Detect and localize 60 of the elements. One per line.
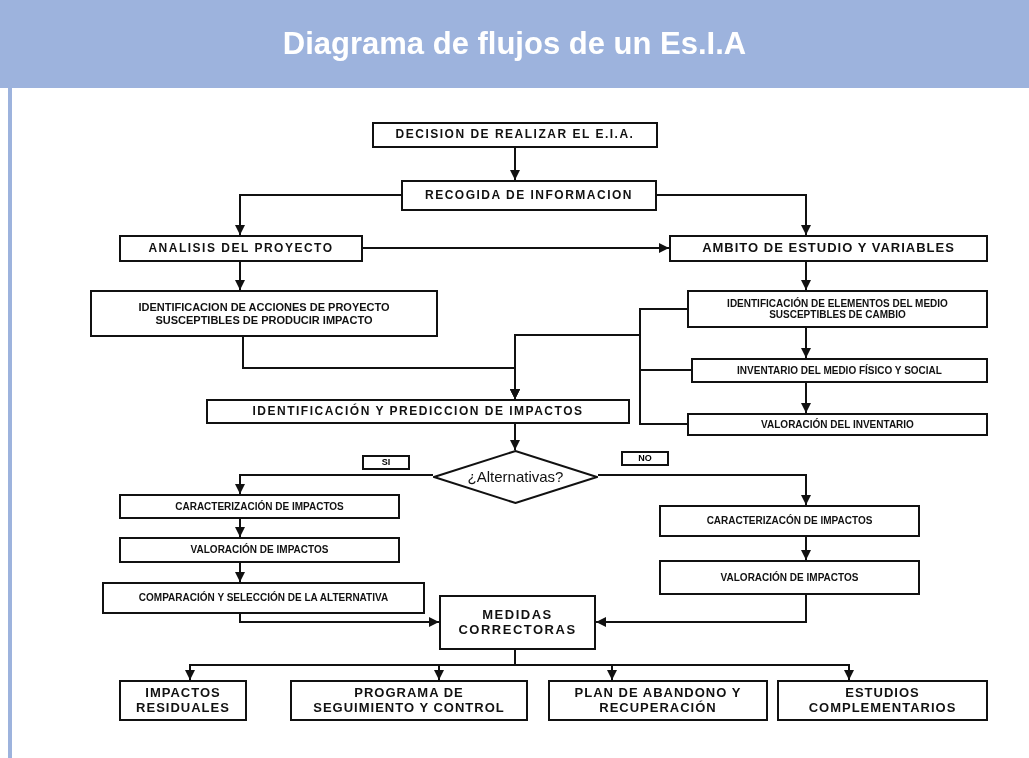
process-box: [206, 399, 630, 424]
box-text: COMPARACIÓN Y SELECCIÓN DE LA ALTERNATIVA: [138, 592, 389, 604]
arrow: [510, 334, 688, 425]
box-text: IMPACTOS RESIDUALES: [135, 685, 231, 716]
process-box: [687, 290, 988, 328]
box-text: CARACTERIZACIÓN DE IMPACTOS: [175, 500, 344, 513]
edge-label: SI: [362, 455, 410, 470]
process-box: [659, 505, 920, 537]
box-text: INVENTARIO DEL MEDIO FÍSICO Y SOCIAL: [737, 364, 942, 377]
arrow: [235, 261, 245, 291]
process-box: [372, 122, 658, 148]
box-text: RECOGIDA DE INFORMACION: [424, 188, 634, 203]
arrow: [235, 518, 245, 538]
box-text: DECISION DE REALIZAR EL E.I.A.: [395, 128, 635, 142]
arrow: [510, 423, 520, 451]
box-text: IDENTIFICACION DE ACCIONES DE PROYECTO SUSCEPTIBLES DE PRODUCIR IMPACTO: [137, 300, 391, 327]
process-box: [401, 180, 657, 211]
arrow: [362, 243, 670, 253]
box-text: AMBITO DE ESTUDIO Y VARIABLES: [702, 241, 955, 256]
arrow: [801, 382, 811, 414]
box-text: IDENTIFICACIÓN DE ELEMENTOS DEL MEDIO SUSCEPTIBLES DE CAMBIO: [726, 297, 949, 321]
process-box: [548, 680, 768, 721]
arrow: [514, 649, 854, 681]
box-text: IDENTIFICACIÓN Y PREDICCION DE IMPACTOS: [252, 404, 584, 419]
box-text: MEDIDAS CORRECTORAS: [458, 607, 577, 638]
box-text: VALORACIÓN DEL INVENTARIO: [761, 418, 914, 431]
process-box: [659, 560, 920, 595]
process-box: [439, 595, 596, 650]
box-text: ESTUDIOS COMPLEMENTARIOS: [807, 685, 958, 716]
arrow: [801, 536, 811, 561]
process-box: [777, 680, 988, 721]
arrow: [235, 562, 245, 583]
process-box: [119, 680, 247, 721]
process-box: [102, 582, 425, 614]
process-box: [90, 290, 438, 337]
arrow: [235, 194, 402, 236]
arrow: [597, 474, 811, 506]
arrow: [801, 327, 811, 359]
arrow: [510, 147, 520, 181]
process-box: [669, 235, 988, 262]
process-box: [687, 413, 988, 436]
process-box: [691, 358, 988, 383]
box-text: PLAN DE ABANDONO Y RECUPERACIÓN: [573, 685, 743, 716]
arrow: [801, 261, 811, 291]
box-text: PROGRAMA DE SEGUIMIENTO Y CONTROL: [312, 685, 506, 716]
box-text: VALORACIÓN DE IMPACTOS: [190, 544, 329, 556]
process-box: [119, 537, 400, 563]
arrow: [235, 474, 434, 495]
arrow: [595, 594, 807, 627]
process-box: [119, 235, 363, 262]
process-box: [119, 494, 400, 519]
box-text: CARACTERIZACÓN DE IMPACTOS: [706, 515, 873, 527]
arrow: [656, 194, 811, 236]
process-box: [290, 680, 528, 721]
title-text: Diagrama de flujos de un Es.I.A: [282, 26, 747, 62]
decision-text: ¿Alternativas?: [467, 468, 564, 486]
box-text: VALORACIÓN DE IMPACTOS: [720, 571, 859, 584]
arrow: [239, 613, 440, 627]
edge-label: NO: [621, 451, 669, 466]
box-text: ANALISIS DEL PROYECTO: [148, 241, 334, 256]
